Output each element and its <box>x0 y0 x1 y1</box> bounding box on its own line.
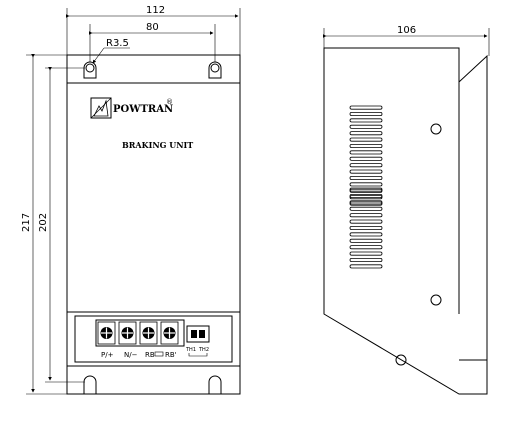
top-right-mounting-slot <box>208 61 222 79</box>
vent-slot <box>349 219 383 224</box>
terminal-label-th2: TH2 <box>198 347 209 353</box>
vent-slots-upper <box>349 105 383 206</box>
terminal-label-rb: RB <box>145 351 155 359</box>
vent-slot <box>349 245 383 250</box>
dimension-overall-height: 217 <box>21 54 67 395</box>
dim-hole-height: 202 <box>38 213 49 232</box>
side-profile <box>323 47 488 395</box>
vent-slot <box>349 137 383 142</box>
vent-slot <box>349 206 383 211</box>
dim-hole-spacing: 80 <box>146 22 159 33</box>
terminal-label-p: P/+ <box>101 351 114 359</box>
brand-name: POWTRAN <box>113 104 173 115</box>
terminal-screw <box>139 321 158 345</box>
terminal-screw <box>118 321 137 345</box>
terminal-label-n: N/− <box>124 351 138 359</box>
registered-mark: ® <box>166 98 173 106</box>
vent-slot <box>349 143 383 148</box>
main-terminal-block <box>95 319 185 347</box>
vent-slot <box>349 264 383 269</box>
aux-bracket <box>188 353 208 357</box>
terminal-screw <box>160 321 179 345</box>
dimension-hole-spacing: 80 <box>89 22 216 62</box>
vent-slot <box>349 131 383 136</box>
side-hole-upper <box>430 123 442 135</box>
terminal-label-rb2: RB' <box>165 351 177 359</box>
dimension-overall-width: 112 <box>66 5 241 60</box>
terminal-cutout <box>74 315 233 363</box>
vent-slot <box>349 182 383 187</box>
terminal-area: P/+ N/− RB RB' TH1 TH2 <box>74 315 233 363</box>
vent-slot <box>349 124 383 129</box>
vent-slot <box>349 118 383 123</box>
terminal-label-th1: TH1 <box>185 347 196 353</box>
vent-slot <box>349 193 383 198</box>
dimension-side-depth: 106 <box>323 25 490 56</box>
dim-overall-height: 217 <box>21 213 32 232</box>
dim-hole-radius: R3.5 <box>106 38 129 49</box>
vent-slot <box>349 175 383 180</box>
product-title: BRAKING UNIT <box>122 140 193 150</box>
enclosure-body <box>66 82 241 367</box>
vent-slot <box>349 169 383 174</box>
vent-slot <box>349 213 383 218</box>
dim-side-depth: 106 <box>397 25 416 36</box>
vent-slot <box>349 232 383 237</box>
vent-slot <box>349 112 383 117</box>
vent-slot <box>349 251 383 256</box>
vent-slot <box>349 257 383 262</box>
vent-slot <box>349 188 383 193</box>
dimension-hole-height: 202 <box>38 67 85 383</box>
dimension-hole-radius: R3.5 <box>92 38 130 64</box>
vent-slot <box>349 187 383 192</box>
vent-slot <box>349 150 383 155</box>
vent-slot <box>349 225 383 230</box>
terminal-screw <box>97 321 116 345</box>
top-left-mounting-slot <box>83 61 97 79</box>
aux-terminal-block <box>186 325 210 343</box>
dim-overall-width: 112 <box>146 5 165 16</box>
brand-logo: POWTRAN ® <box>90 97 173 119</box>
side-hole-lower <box>430 294 442 306</box>
resistor-symbol <box>154 351 164 357</box>
vent-slots-lower <box>349 187 383 269</box>
side-view: 106 <box>323 25 490 395</box>
bottom-left-mounting-slot <box>83 375 97 394</box>
top-right-mounting-hole <box>210 63 220 73</box>
vent-slot <box>349 238 383 243</box>
aux-terminal-th2 <box>199 330 205 338</box>
aux-terminal-th1 <box>191 330 197 338</box>
vent-slot <box>349 163 383 168</box>
vent-slot <box>349 156 383 161</box>
front-view: 112 80 R3.5 217 202 <box>21 5 241 395</box>
vent-slot <box>349 105 383 110</box>
bottom-right-mounting-slot <box>208 375 222 394</box>
top-left-mounting-hole <box>85 63 95 73</box>
vent-slot <box>349 200 383 205</box>
side-hole-bottom <box>395 354 407 366</box>
